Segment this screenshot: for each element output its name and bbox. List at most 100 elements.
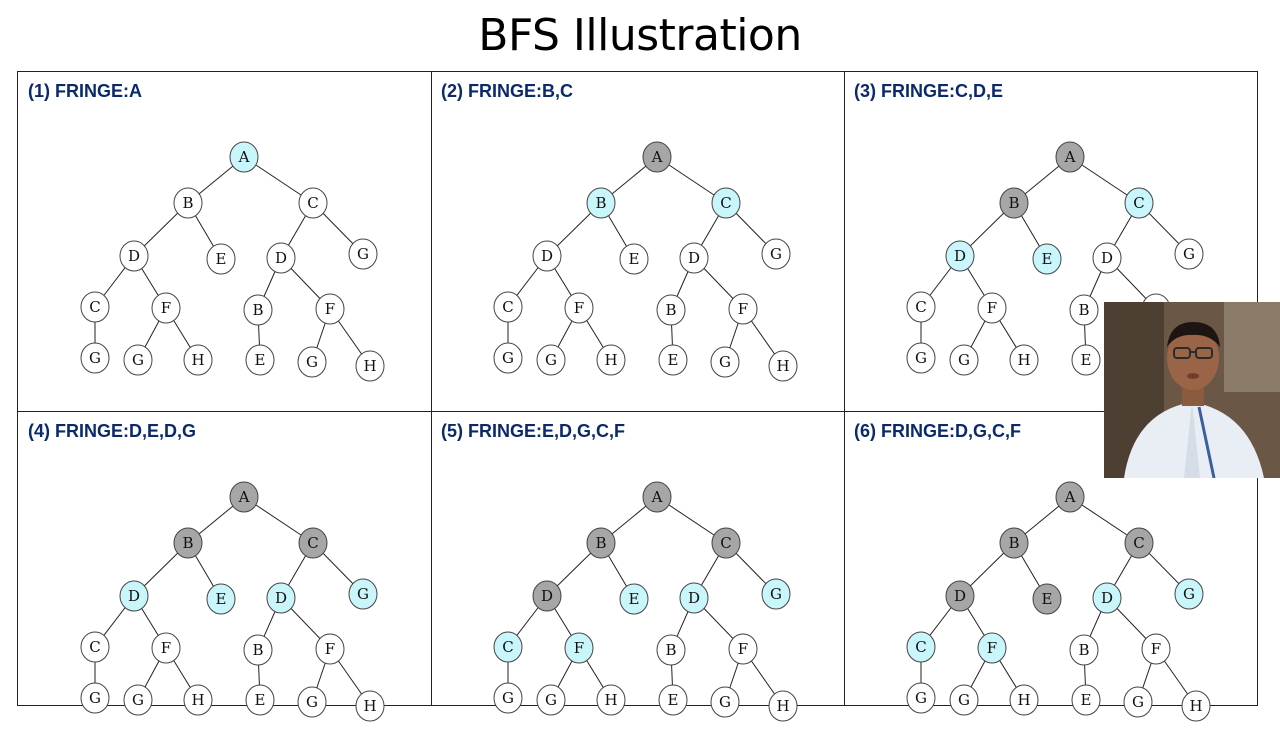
node-circle [151, 632, 181, 664]
tree-node-cdfg: G [297, 686, 327, 718]
node-circle [679, 242, 709, 274]
tree-node-bd: D [945, 240, 975, 272]
tree-node-cdbe: E [1071, 344, 1101, 376]
node-circle [1055, 481, 1085, 513]
node-label: E [629, 250, 640, 268]
node-circle [151, 292, 181, 324]
tree-node-b: B [173, 527, 203, 559]
node-circle [596, 684, 626, 716]
panel-label: (5) FRINGE:E,D,G,C,F [441, 421, 625, 441]
grid-divider [18, 411, 1257, 412]
tree-node-bdfh: H [1009, 684, 1039, 716]
tree-node-be: E [206, 583, 236, 615]
node-circle [1009, 684, 1039, 716]
node-label: G [1183, 245, 1195, 263]
tree-node-cdfh: H [768, 350, 798, 382]
panel-label: (2) FRINGE:B,C [441, 81, 573, 101]
node-circle [297, 346, 327, 378]
tree-node-cg: G [1174, 578, 1204, 610]
node-label: C [915, 298, 926, 316]
node-circle [1092, 242, 1122, 274]
node-circle [1032, 243, 1062, 275]
node-label: G [1183, 585, 1195, 603]
panel-label: (4) FRINGE:D,E,D,G [28, 421, 197, 441]
node-label: C [720, 534, 731, 552]
tree-node-cdbe: E [658, 344, 688, 376]
node-circle [642, 481, 672, 513]
tree-node-be: E [619, 583, 649, 615]
tree-node-bdf: F [564, 632, 594, 664]
node-label: D [688, 249, 700, 267]
tree-node-bdfg: G [536, 344, 566, 376]
node-circle [1124, 187, 1154, 219]
tree-node-cd: D [266, 582, 296, 614]
tree-node-bdfg: G [949, 684, 979, 716]
tree-node-bdc: C [493, 291, 523, 323]
tree-node-bdf: F [564, 292, 594, 324]
node-circle [123, 684, 153, 716]
node-circle [658, 344, 688, 376]
node-circle [298, 527, 328, 559]
node-circle [1009, 344, 1039, 376]
node-circle [906, 631, 936, 663]
tree-node-cdbe: E [1071, 684, 1101, 716]
node-circle [532, 580, 562, 612]
tree-node-be: E [1032, 243, 1062, 275]
node-label: F [325, 640, 335, 658]
node-label: G [1132, 693, 1144, 711]
node-circle [173, 187, 203, 219]
node-circle [642, 141, 672, 173]
node-circle [1123, 686, 1153, 718]
tree-node-cdfg: G [710, 686, 740, 718]
tree-node-cdfh: H [768, 690, 798, 722]
tree-node-cdb: B [1069, 634, 1099, 666]
node-label: G [958, 351, 970, 369]
node-circle [119, 580, 149, 612]
tree-node-bdcg: G [80, 342, 110, 374]
node-label: F [738, 640, 748, 658]
tree-node-bdc: C [906, 631, 936, 663]
node-label: G [502, 349, 514, 367]
node-label: H [363, 357, 376, 375]
node-circle [945, 240, 975, 272]
node-label: E [1081, 691, 1092, 709]
tree-node-a: A [642, 141, 672, 173]
node-label: H [363, 697, 376, 715]
node-label: D [128, 587, 140, 605]
node-circle [619, 583, 649, 615]
node-label: G [306, 693, 318, 711]
tree-node-a: A [1055, 481, 1085, 513]
node-label: A [238, 488, 250, 506]
node-label: G [915, 349, 927, 367]
tree-node-be: E [1032, 583, 1062, 615]
node-label: G [545, 351, 557, 369]
node-label: B [665, 641, 676, 659]
node-label: E [216, 590, 227, 608]
tree-node-cg: G [348, 238, 378, 270]
node-label: C [89, 298, 100, 316]
node-circle [298, 187, 328, 219]
tree-node-bdf: F [977, 632, 1007, 664]
node-label: G [719, 353, 731, 371]
node-circle [1069, 294, 1099, 326]
tree-node-bdc: C [80, 631, 110, 663]
node-label: B [1078, 641, 1089, 659]
tree-node-c: C [711, 527, 741, 559]
tree-node-cdbe: E [245, 684, 275, 716]
node-circle [1141, 633, 1171, 665]
node-circle [229, 141, 259, 173]
node-circle [906, 291, 936, 323]
node-circle [619, 243, 649, 275]
tree-node-bdfg: G [123, 684, 153, 716]
node-label: B [595, 534, 606, 552]
node-label: A [1064, 488, 1076, 506]
node-circle [80, 342, 110, 374]
tree-node-cdfh: H [1181, 690, 1211, 722]
tree-node-cdfh: H [355, 690, 385, 722]
node-label: D [1101, 249, 1113, 267]
tree-node-bdf: F [977, 292, 1007, 324]
node-circle [977, 292, 1007, 324]
tree-node-cg: G [1174, 238, 1204, 270]
node-label: G [132, 351, 144, 369]
